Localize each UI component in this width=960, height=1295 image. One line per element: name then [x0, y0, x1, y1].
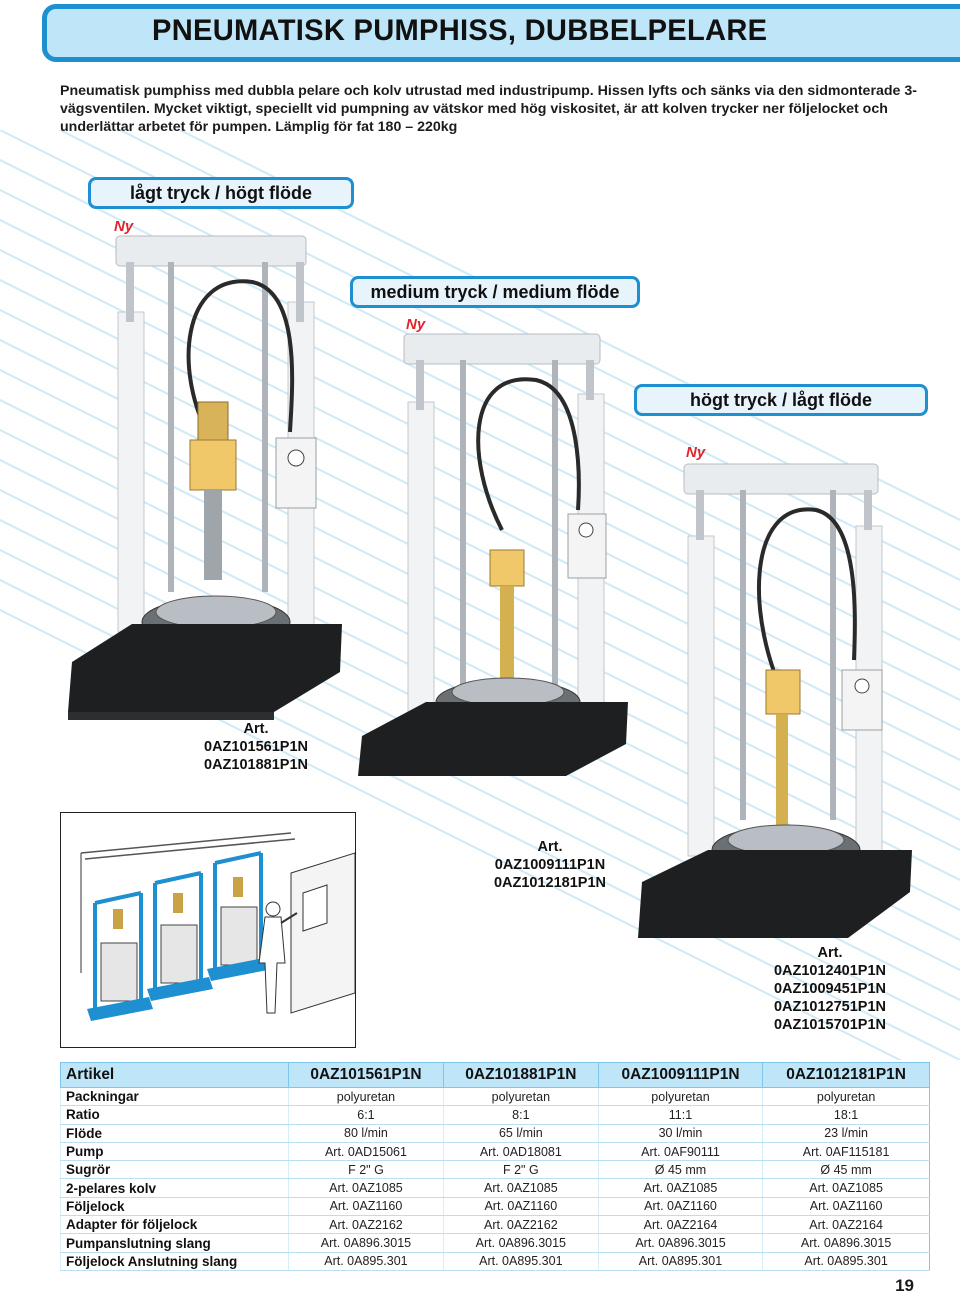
table-header-cell: 0AZ101881P1N	[442, 1062, 599, 1088]
table-row: Följelock Art. 0AZ1160 Art. 0AZ1160 Art.…	[60, 1197, 930, 1217]
table-cell: 80 l/min	[288, 1124, 444, 1143]
table-cell: Art. 0A896.3015	[762, 1233, 930, 1253]
table-cell: Art. 0AZ1085	[288, 1178, 444, 1198]
table-cell: Art. 0AZ1085	[442, 1178, 599, 1198]
table-cell: 23 l/min	[762, 1124, 930, 1143]
table-cell: Art. 0A895.301	[288, 1252, 444, 1271]
table-cell: Art. 0AZ1160	[762, 1197, 930, 1217]
table-cell: Art. 0AF115181	[762, 1142, 930, 1162]
table-cell: Art. 0AD15061	[288, 1142, 444, 1162]
table-cell: Art. 0A895.301	[597, 1252, 763, 1271]
table-cell: 6:1	[288, 1105, 444, 1125]
table-cell: Art. 0A896.3015	[597, 1233, 763, 1253]
page-number: 19	[895, 1276, 914, 1295]
table-cell: polyuretan	[597, 1087, 763, 1107]
table-cell: Art. 0AZ2162	[442, 1215, 599, 1235]
row-label: Följelock	[60, 1197, 289, 1217]
table-cell: 8:1	[442, 1105, 599, 1125]
row-label: Följelock Anslutning slang	[60, 1252, 289, 1271]
table-cell: polyuretan	[762, 1087, 930, 1107]
table-cell: Art. 0A896.3015	[442, 1233, 599, 1253]
table-cell: 11:1	[597, 1105, 763, 1125]
article-code: 0AZ101881P1N	[204, 757, 308, 773]
table-row: Sugrör F 2" G F 2" G Ø 45 mm Ø 45 mm	[60, 1160, 930, 1180]
product-1-new-badge: Ny	[114, 218, 134, 235]
art-label: Art.	[817, 945, 843, 961]
table-cell: Art. 0AZ1085	[762, 1178, 930, 1198]
row-label: 2-pelares kolv	[60, 1178, 289, 1198]
row-label: Pumpanslutning slang	[60, 1233, 289, 1253]
table-cell: Art. 0AZ1160	[442, 1197, 599, 1217]
art-label: Art.	[243, 721, 269, 737]
product-2-pill: medium tryck / medium flöde	[350, 276, 640, 308]
product-3-art: Art. 0AZ1012401P1N 0AZ1009451P1N 0AZ1012…	[770, 944, 890, 1034]
table-header-cell: Artikel	[60, 1062, 289, 1088]
article-code: 0AZ1009451P1N	[773, 981, 887, 997]
table-header-cell: 0AZ1012181P1N	[762, 1062, 930, 1088]
article-code: 0AZ1012181P1N	[493, 875, 607, 891]
article-code: 0AZ1015701P1N	[773, 1017, 887, 1033]
product-3-pill: högt tryck / lågt flöde	[634, 384, 928, 416]
article-code: 0AZ1012401P1N	[773, 963, 887, 979]
table-row: Adapter för följelock Art. 0AZ2162 Art. …	[60, 1215, 930, 1235]
pump-lift-image-1	[68, 235, 342, 720]
table-header-row: Artikel 0AZ101561P1N 0AZ101881P1N 0AZ100…	[60, 1062, 930, 1088]
product-1-pill: lågt tryck / högt flöde	[88, 177, 354, 209]
table-cell: Art. 0AD18081	[442, 1142, 599, 1162]
table-row: Flöde 80 l/min 65 l/min 30 l/min 23 l/mi…	[60, 1124, 930, 1143]
table-cell: Art. 0AF90111	[597, 1142, 763, 1162]
product-1-art: Art. 0AZ101561P1N 0AZ101881P1N	[196, 720, 316, 774]
table-cell: Ø 45 mm	[597, 1160, 763, 1180]
table-row: Pumpanslutning slang Art. 0A896.3015 Art…	[60, 1233, 930, 1253]
table-row: Ratio 6:1 8:1 11:1 18:1	[60, 1105, 930, 1125]
table-cell: F 2" G	[442, 1160, 599, 1180]
intro-paragraph: Pneumatisk pumphiss med dubbla pelare oc…	[60, 83, 917, 135]
page-title: PNEUMATISK PUMPHISS, DUBBELPELARE	[152, 14, 768, 47]
installation-illustration	[60, 812, 356, 1048]
product-2-art: Art. 0AZ1009111P1N 0AZ1012181P1N	[486, 838, 614, 892]
table-cell: Ø 45 mm	[762, 1160, 930, 1180]
article-code: 0AZ1009111P1N	[494, 857, 606, 873]
pump-lift-image-3	[638, 463, 912, 938]
product-2-new-badge: Ny	[406, 316, 426, 333]
table-header-cell: 0AZ101561P1N	[288, 1062, 444, 1088]
table-cell: Art. 0AZ1160	[597, 1197, 763, 1217]
table-header-cell: 0AZ1009111P1N	[597, 1062, 764, 1088]
table-row: Pump Art. 0AD15061 Art. 0AD18081 Art. 0A…	[60, 1142, 930, 1162]
table-cell: polyuretan	[288, 1087, 444, 1107]
table-cell: Art. 0A895.301	[442, 1252, 599, 1271]
product-3-new-badge: Ny	[686, 444, 706, 461]
table-cell: Art. 0AZ2164	[597, 1215, 763, 1235]
spec-table: Artikel 0AZ101561P1N 0AZ101881P1N 0AZ100…	[60, 1062, 930, 1271]
table-cell: 18:1	[762, 1105, 930, 1125]
art-label: Art.	[537, 839, 563, 855]
row-label: Flöde	[60, 1124, 289, 1143]
table-cell: Art. 0AZ2164	[762, 1215, 930, 1235]
table-cell: Art. 0AZ1085	[597, 1178, 763, 1198]
row-label: Sugrör	[60, 1160, 289, 1180]
row-label: Ratio	[60, 1105, 289, 1125]
article-code: 0AZ1012751P1N	[773, 999, 887, 1015]
table-cell: Art. 0A896.3015	[288, 1233, 444, 1253]
title-band	[42, 4, 960, 62]
table-cell: 30 l/min	[597, 1124, 763, 1143]
table-cell: Art. 0AZ1160	[288, 1197, 444, 1217]
table-row: Packningar polyuretan polyuretan polyure…	[60, 1087, 930, 1107]
row-label: Pump	[60, 1142, 289, 1162]
row-label: Packningar	[60, 1087, 289, 1107]
table-cell: 65 l/min	[442, 1124, 599, 1143]
pump-lift-image-2	[358, 333, 628, 776]
table-cell: F 2" G	[288, 1160, 444, 1180]
table-cell: Art. 0A895.301	[762, 1252, 930, 1271]
article-code: 0AZ101561P1N	[204, 739, 308, 755]
table-row: 2-pelares kolv Art. 0AZ1085 Art. 0AZ1085…	[60, 1178, 930, 1198]
table-row: Följelock Anslutning slang Art. 0A895.30…	[60, 1252, 930, 1271]
table-cell: polyuretan	[442, 1087, 599, 1107]
table-cell: Art. 0AZ2162	[288, 1215, 444, 1235]
row-label: Adapter för följelock	[60, 1215, 289, 1235]
